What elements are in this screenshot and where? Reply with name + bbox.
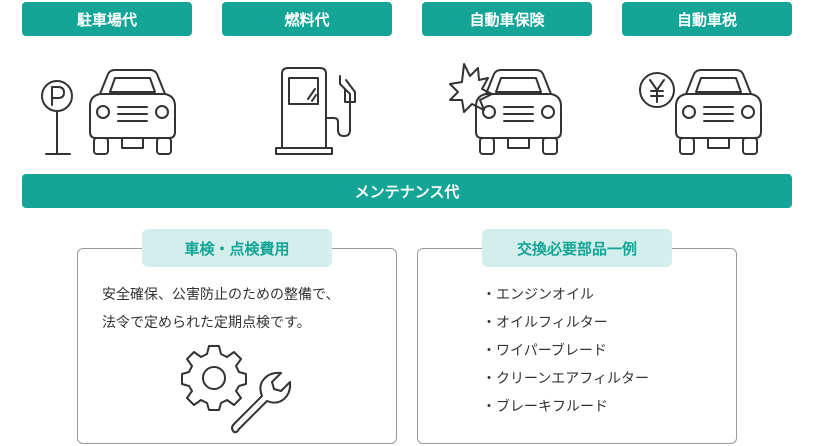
inspection-card — [77, 248, 397, 444]
maintenance-banner: メンテナンス代 — [22, 174, 792, 208]
category-insurance: 自動車保険 — [422, 2, 592, 36]
parts-item-air-filter: クリーンエアフィルター — [482, 365, 649, 393]
inspection-line-2: 法令で定められた定期点検です。 — [102, 315, 311, 331]
category-parking: 駐車場代 — [22, 2, 192, 36]
yen-car-icon — [639, 69, 762, 155]
inspection-line-1: 安全確保、公害防止のための整備で、 — [102, 287, 340, 303]
parts-item-oil-filter: オイルフィルター — [482, 309, 649, 337]
crash-car-icon — [449, 63, 562, 155]
category-tax: 自動車税 — [622, 2, 792, 36]
fuel-pump-icon — [275, 67, 356, 155]
parking-car-icon — [41, 69, 176, 155]
parts-item-wiper-blade: ワイパーブレード — [482, 337, 649, 365]
gear-wrench-icon — [181, 345, 292, 434]
parts-item-brake-fluid: ブレーキフルード — [482, 393, 649, 421]
inspection-description: 安全確保、公害防止のための整備で、 法令で定められた定期点検です。 — [102, 281, 392, 337]
category-fuel: 燃料代 — [222, 2, 392, 36]
parts-tag: 交換必要部品一例 — [482, 229, 672, 267]
parts-item-engine-oil: エンジンオイル — [482, 281, 649, 309]
parts-list: エンジンオイル オイルフィルター ワイパーブレード クリーンエアフィルター ブレ… — [482, 281, 649, 421]
inspection-tag: 車検・点検費用 — [142, 229, 332, 267]
